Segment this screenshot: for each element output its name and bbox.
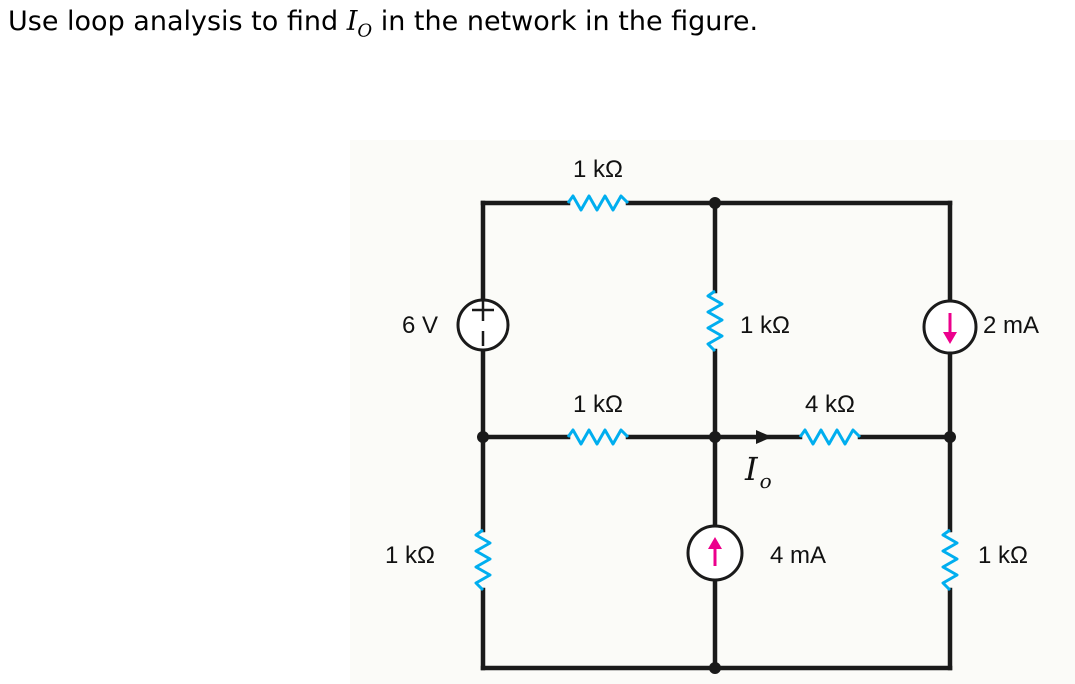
node-mid-left [477,431,489,443]
label-current-source-2ma: 2 mA [983,312,1039,339]
label-current-source-4ma: 4 mA [770,542,826,569]
node-mid-center [709,431,721,443]
label-r-mid-right: 4 kΩ [805,391,855,418]
label-r-mid-vertical: 1 kΩ [740,312,790,339]
junction-nodes [477,197,956,674]
current-direction-arrow-icon [756,430,772,444]
node-mid-right [944,431,956,443]
resistor-top-icon [566,194,630,212]
question-prefix: Use loop analysis to find [8,6,347,37]
label-r-top: 1 kΩ [573,156,623,183]
resistors [474,194,959,592]
circuit-figure-background [350,140,1075,684]
label-r-bottom-right: 1 kΩ [978,542,1028,569]
current-source-2ma [922,299,978,355]
node-bottom-middle [709,662,721,674]
voltage-source-6v [456,298,510,352]
resistor-mid-right-icon [798,428,862,446]
label-voltage-source: 6 V [402,312,438,339]
node-top-middle [709,197,721,209]
resistor-bottom-right-icon [941,528,959,592]
question-suffix: in the network in the figure. [372,6,759,37]
resistor-mid-vertical-icon [706,289,724,353]
question-text: Use loop analysis to find IO in the netw… [8,6,758,41]
arrow-up-icon [708,537,722,549]
current-source-4ma [686,524,744,582]
label-r-bottom-left: 1 kΩ [385,542,435,569]
resistor-bottom-left-icon [474,528,492,592]
question-variable: IO [346,6,373,42]
arrow-down-icon [943,332,957,344]
label-r-mid-left: 1 kΩ [573,391,623,418]
resistor-mid-left-icon [566,428,630,446]
